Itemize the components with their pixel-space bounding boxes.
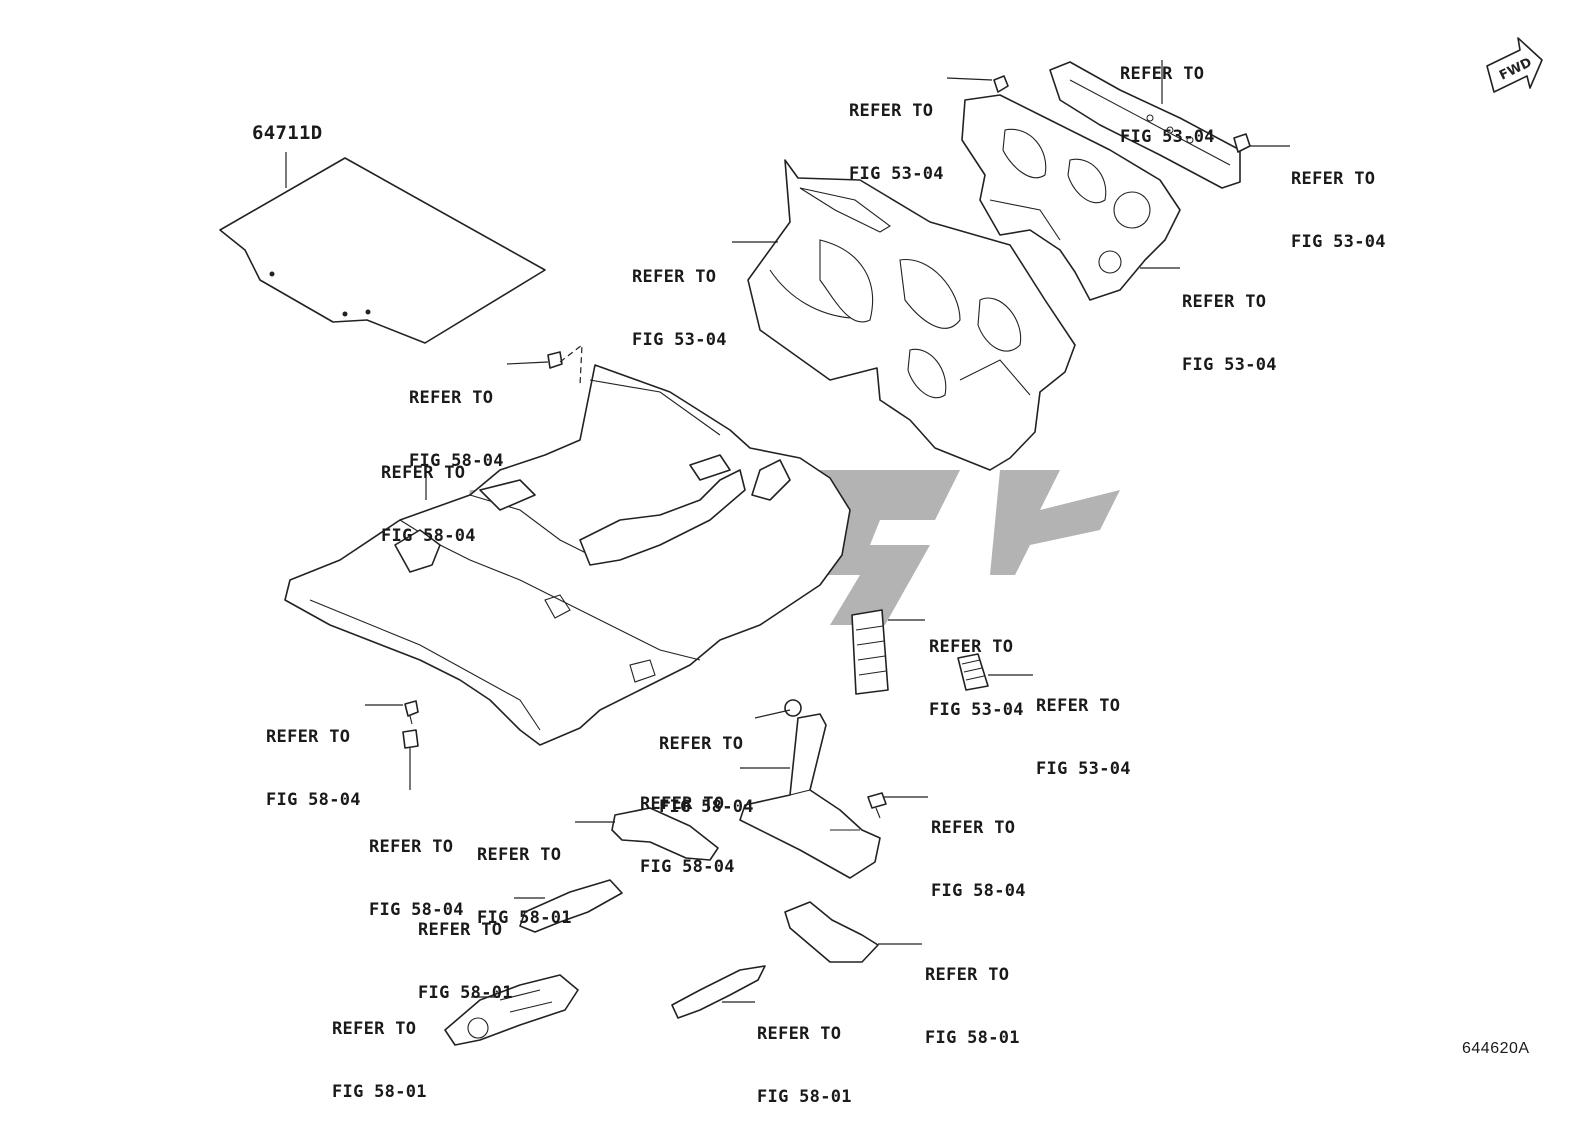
callout-line1: REFER TO bbox=[477, 845, 562, 865]
callout-line2: FIG 53-04 bbox=[1120, 127, 1215, 147]
callout-line1: REFER TO bbox=[369, 837, 454, 857]
parts-diagram: FWD bbox=[219, 37, 1543, 1046]
floor-pad-c bbox=[784, 901, 879, 963]
dash-insulator-upper bbox=[961, 94, 1181, 301]
callout-line1: REFER TO bbox=[381, 463, 466, 483]
callout-line2: FIG 58-04 bbox=[369, 900, 464, 920]
callout-line1: REFER TO bbox=[266, 727, 351, 747]
callout-c3[interactable]: REFER TO FIG 53-04 bbox=[1291, 127, 1386, 274]
front-floor-carpet bbox=[284, 364, 851, 746]
floor-pad-b bbox=[519, 879, 623, 933]
callout-c19[interactable]: REFER TO FIG 58-01 bbox=[757, 982, 852, 1129]
callout-c10[interactable]: REFER TO FIG 58-04 bbox=[266, 685, 361, 832]
callout-line1: REFER TO bbox=[1036, 696, 1121, 716]
rear-floor-mat-64711d bbox=[219, 157, 546, 344]
callout-line2: FIG 58-01 bbox=[477, 908, 572, 928]
retainer-clip-top bbox=[993, 75, 1009, 93]
dash-silencer-panel bbox=[747, 159, 1076, 471]
callout-c6[interactable]: REFER TO FIG 58-04 bbox=[409, 346, 504, 493]
callout-line1: REFER TO bbox=[1182, 292, 1267, 312]
callout-c11[interactable]: REFER TO FIG 58-04 bbox=[659, 692, 754, 839]
callout-line2: FIG 58-04 bbox=[640, 857, 735, 877]
callout-line1: REFER TO bbox=[632, 267, 717, 287]
heel-pad-small bbox=[957, 653, 989, 691]
callout-line2: FIG 58-01 bbox=[332, 1082, 427, 1102]
callout-line1: REFER TO bbox=[1291, 169, 1376, 189]
leader-lines bbox=[285, 60, 1290, 1003]
callout-line1: REFER TO bbox=[757, 1024, 842, 1044]
tunnel-silencer bbox=[739, 713, 881, 879]
callout-c16[interactable]: REFER TO FIG 58-01 bbox=[418, 878, 513, 1025]
callout-c1[interactable]: REFER TO FIG 53-04 bbox=[849, 59, 944, 206]
floor-pad-d bbox=[444, 974, 579, 1046]
floor-pad-e bbox=[671, 965, 766, 1019]
retainer-clip-right bbox=[1233, 133, 1251, 153]
carpet-retainer-clip bbox=[402, 729, 419, 749]
cowl-silencer-strip bbox=[1049, 61, 1241, 189]
callout-line2: FIG 58-01 bbox=[925, 1028, 1020, 1048]
callout-line1: REFER TO bbox=[929, 637, 1014, 657]
callout-line1: REFER TO bbox=[1120, 64, 1205, 84]
callout-line2: FIG 58-04 bbox=[266, 790, 361, 810]
callout-c8[interactable]: REFER TO FIG 53-04 bbox=[929, 595, 1024, 742]
grommet-mid bbox=[784, 699, 802, 717]
callout-line1: REFER TO bbox=[332, 1019, 417, 1039]
callout-line2: FIG 53-04 bbox=[632, 330, 727, 350]
callout-line2: FIG 53-04 bbox=[1291, 232, 1386, 252]
callout-line2: FIG 58-04 bbox=[931, 881, 1026, 901]
callout-line1: REFER TO bbox=[418, 920, 503, 940]
callout-c18[interactable]: REFER TO FIG 58-01 bbox=[332, 977, 427, 1124]
callout-c2[interactable]: REFER TO FIG 53-04 bbox=[1120, 22, 1215, 169]
callout-c17[interactable]: REFER TO FIG 58-01 bbox=[925, 923, 1020, 1070]
callout-line1: REFER TO bbox=[409, 388, 494, 408]
callout-line2: FIG 58-04 bbox=[381, 526, 476, 546]
callout-line2: FIG 58-04 bbox=[409, 451, 504, 471]
part-number-label: 64711D bbox=[252, 122, 323, 144]
callout-line1: REFER TO bbox=[925, 965, 1010, 985]
callout-line1: REFER TO bbox=[659, 734, 744, 754]
callout-c5[interactable]: REFER TO FIG 53-04 bbox=[1182, 250, 1277, 397]
figure-code: 644620A bbox=[1462, 1040, 1530, 1057]
callout-line2: FIG 58-04 bbox=[659, 797, 754, 817]
retainer-clip-mid bbox=[547, 351, 563, 369]
floor-pad-a bbox=[611, 807, 719, 861]
callout-c14[interactable]: REFER TO FIG 58-01 bbox=[477, 803, 572, 950]
callout-line1: REFER TO bbox=[849, 101, 934, 121]
callout-line2: FIG 53-04 bbox=[1182, 355, 1277, 375]
callout-line2: FIG 53-04 bbox=[1036, 759, 1131, 779]
callout-line2: FIG 53-04 bbox=[849, 164, 944, 184]
callout-line2: FIG 58-01 bbox=[418, 983, 513, 1003]
push-clip-fastener bbox=[404, 700, 419, 725]
callout-c7[interactable]: REFER TO FIG 58-04 bbox=[381, 421, 476, 568]
callout-c9[interactable]: REFER TO FIG 53-04 bbox=[1036, 654, 1131, 801]
callout-line2: FIG 53-04 bbox=[929, 700, 1024, 720]
callout-line1: REFER TO bbox=[640, 794, 725, 814]
callout-c12[interactable]: REFER TO FIG 58-04 bbox=[640, 752, 735, 899]
forward-arrow-icon: FWD bbox=[1486, 37, 1543, 93]
callout-c13[interactable]: REFER TO FIG 58-04 bbox=[369, 795, 464, 942]
push-clip-right bbox=[867, 792, 887, 819]
callout-line2: FIG 58-01 bbox=[757, 1087, 852, 1107]
heel-pad-tall bbox=[851, 609, 889, 695]
callout-c15[interactable]: REFER TO FIG 58-04 bbox=[931, 776, 1026, 923]
callout-c4[interactable]: REFER TO FIG 53-04 bbox=[632, 225, 727, 372]
callout-line1: REFER TO bbox=[931, 818, 1016, 838]
